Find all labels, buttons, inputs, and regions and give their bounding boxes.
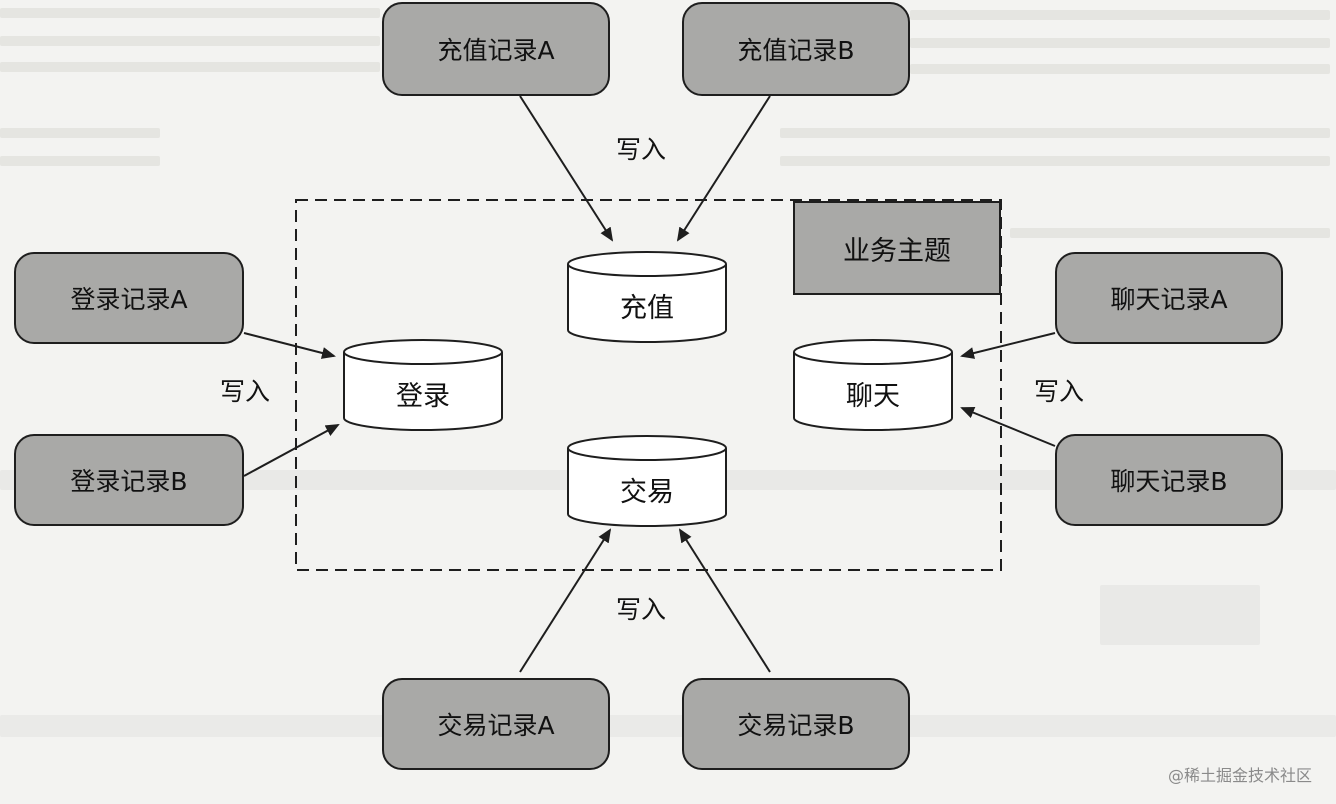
arrow-recharge-b-to-recharge xyxy=(676,95,771,242)
edge-label-chat: 写入 xyxy=(1034,377,1085,406)
edge-label-recharge: 写入 xyxy=(616,135,667,164)
store-trade: 交易 xyxy=(566,434,728,528)
arrow-trade-a-to-trade xyxy=(519,528,612,673)
background-text-line xyxy=(780,128,1330,138)
topic-boundary xyxy=(295,199,1002,571)
record-label: 充值记录B xyxy=(737,36,855,65)
record-label: 登录记录B xyxy=(70,467,188,496)
arrow-chat-b-to-chat xyxy=(960,406,1056,447)
record-label: 聊天记录A xyxy=(1110,285,1228,314)
cylinder-icon xyxy=(343,339,503,431)
arrow-login-b-to-login xyxy=(243,424,340,477)
background-text-line xyxy=(910,38,1330,48)
store-label: 交易 xyxy=(620,476,674,508)
record-label: 交易记录A xyxy=(437,711,555,740)
edge-label-login: 写入 xyxy=(220,377,271,406)
arrow-chat-a-to-chat xyxy=(960,332,1056,359)
background-heading xyxy=(1100,585,1260,645)
background-text-line xyxy=(0,128,160,138)
record-login-a: 登录记录A xyxy=(14,252,244,344)
cylinder-icon xyxy=(567,435,727,527)
background-text-line xyxy=(0,62,380,72)
store-chat: 聊天 xyxy=(792,338,954,432)
record-login-b: 登录记录B xyxy=(14,434,244,526)
store-label: 聊天 xyxy=(846,380,900,412)
edge-label-trade: 写入 xyxy=(616,595,667,624)
cylinder-icon xyxy=(793,339,953,431)
record-chat-b: 聊天记录B xyxy=(1055,434,1283,526)
cylinder-icon xyxy=(567,251,727,343)
record-label: 登录记录A xyxy=(70,285,188,314)
record-label: 聊天记录B xyxy=(1110,467,1228,496)
store-login: 登录 xyxy=(342,338,504,432)
arrow-trade-b-to-trade xyxy=(678,528,771,673)
arrow-login-a-to-login xyxy=(243,332,336,359)
background-text-line xyxy=(910,10,1330,20)
background-text-line xyxy=(0,36,380,46)
background-text-line xyxy=(780,156,1330,166)
store-label: 登录 xyxy=(396,380,450,412)
arrow-recharge-a-to-recharge xyxy=(519,95,614,242)
background-text-line xyxy=(0,715,1336,737)
background-text-line xyxy=(910,64,1330,74)
record-recharge-b: 充值记录B xyxy=(682,2,910,96)
background-text-line xyxy=(0,156,160,166)
watermark: @稀土掘金技术社区 xyxy=(1167,766,1312,785)
record-trade-a: 交易记录A xyxy=(382,678,610,770)
store-recharge: 充值 xyxy=(566,250,728,344)
topic-label: 业务主题 xyxy=(843,235,951,267)
background-text-line xyxy=(0,8,380,18)
record-chat-a: 聊天记录A xyxy=(1055,252,1283,344)
record-trade-b: 交易记录B xyxy=(682,678,910,770)
record-recharge-a: 充值记录A xyxy=(382,2,610,96)
store-label: 充值 xyxy=(620,292,674,324)
business-topic-label: 业务主题 xyxy=(793,201,1001,295)
background-text-line xyxy=(1010,228,1330,238)
record-label: 充值记录A xyxy=(437,36,555,65)
record-label: 交易记录B xyxy=(737,711,855,740)
